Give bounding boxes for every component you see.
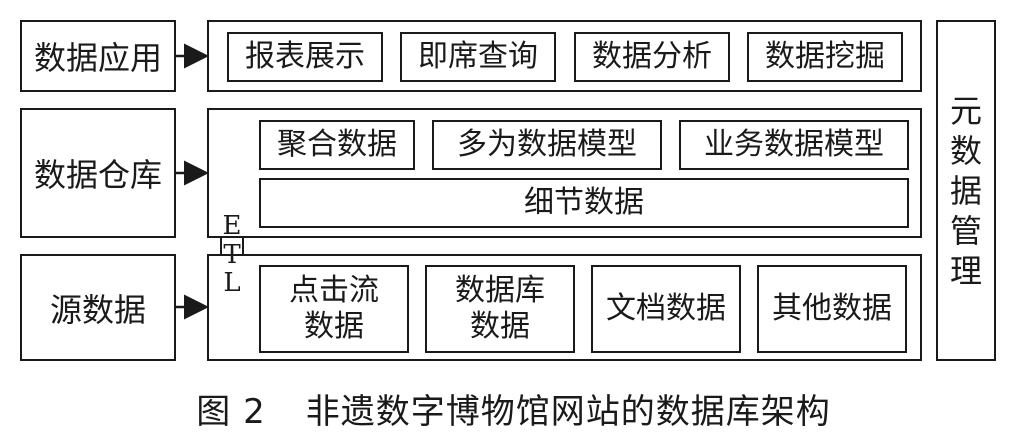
etl-label: E T L [222,211,242,299]
application-label: 数据应用 [33,39,162,77]
source-item: 数据库数据 [425,265,575,353]
detail-data-bar: 细节数据 [259,178,909,228]
warehouse-item: 聚合数据 [259,120,415,170]
warehouse-label-box: 数据仓库 [20,108,176,238]
warehouse-label: 数据仓库 [33,156,162,194]
source-item: 文档数据 [591,265,741,353]
application-item: 数据分析 [574,32,730,82]
source-label: 源数据 [49,290,146,329]
source-label-box: 源数据 [20,254,176,361]
metadata-management-box: 元 数 据 管 理 [936,20,996,361]
application-label-box: 数据应用 [20,20,176,92]
source-layer: 点击流数据 数据库数据 文档数据 其他数据 [207,254,922,361]
warehouse-item: 业务数据模型 [679,120,909,170]
application-item: 数据挖掘 [747,32,903,82]
application-layer: 报表展示 即席查询 数据分析 数据挖掘 [207,20,922,92]
figure-caption: 图 2 非遗数字博物馆网站的数据库架构 [0,378,1013,438]
source-item: 点击流数据 [259,265,409,353]
application-item: 即席查询 [400,32,556,82]
application-item: 报表展示 [227,32,383,82]
warehouse-item: 多为数据模型 [432,120,662,170]
warehouse-layer: 聚合数据 多为数据模型 业务数据模型 细节数据 [207,108,922,238]
figure-title: 非遗数字博物馆网站的数据库架构 [305,391,831,432]
figure-number: 图 2 [196,391,266,432]
source-item: 其他数据 [757,265,907,353]
